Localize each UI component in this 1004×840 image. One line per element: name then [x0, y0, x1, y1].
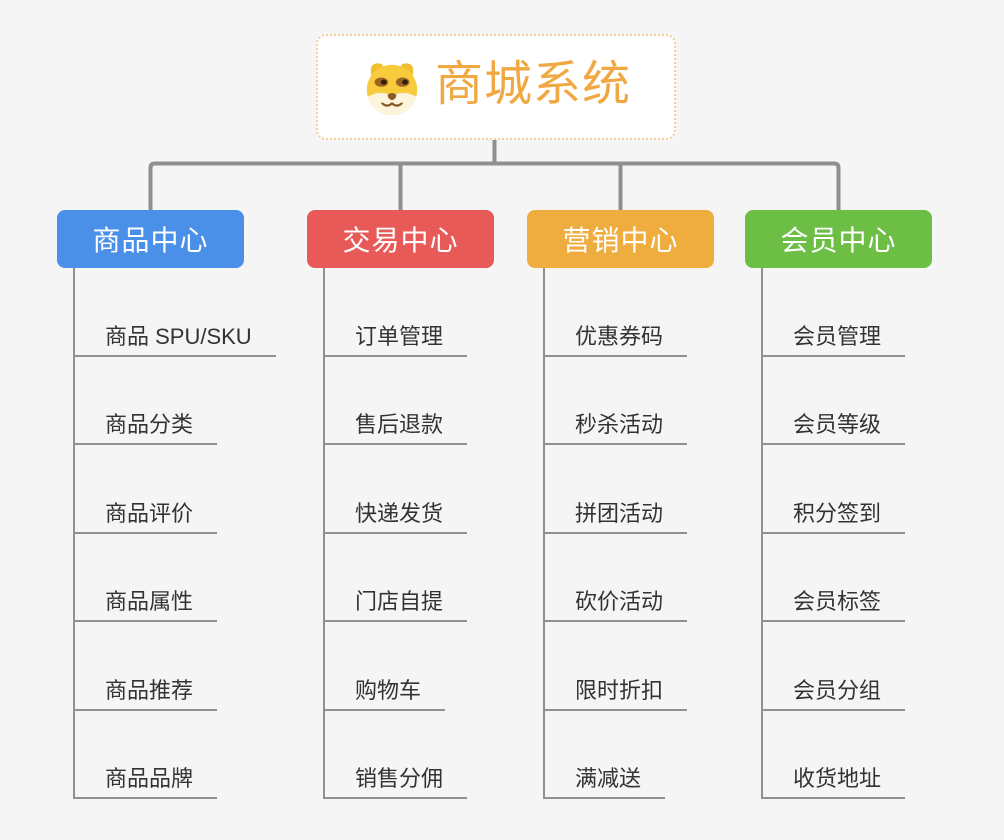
- child-topic[interactable]: 会员等级: [763, 357, 906, 445]
- child-topic[interactable]: 购物车: [325, 622, 446, 711]
- child-topic[interactable]: 秒杀活动: [545, 357, 688, 445]
- child-topic[interactable]: 商品推荐: [75, 622, 218, 711]
- dog-face-icon: [366, 63, 418, 116]
- child-topic[interactable]: 积分签到: [763, 445, 906, 534]
- branch-children-member-center: 会员管理 会员等级 积分签到 会员标签 会员分组 收货地址: [761, 268, 1004, 799]
- child-topic[interactable]: 门店自提: [325, 534, 468, 622]
- child-topic[interactable]: 限时折扣: [545, 622, 688, 711]
- child-topic[interactable]: 售后退款: [325, 357, 468, 445]
- child-topic[interactable]: 拼团活动: [545, 445, 688, 534]
- branch-trade-center: 交易中心 订单管理 售后退款 快递发货 门店自提 购物车 销售分佣: [307, 210, 567, 799]
- branch-node-member-center[interactable]: 会员中心: [745, 210, 932, 268]
- branch-children-trade-center: 订单管理 售后退款 快递发货 门店自提 购物车 销售分佣: [323, 268, 567, 799]
- child-topic[interactable]: 收货地址: [763, 711, 906, 799]
- root-topic-label: 商城系统: [434, 58, 631, 111]
- child-topic[interactable]: 商品品牌: [75, 711, 218, 799]
- child-topic[interactable]: 优惠券码: [545, 268, 688, 357]
- child-topic[interactable]: 会员管理: [763, 268, 906, 357]
- child-topic[interactable]: 会员分组: [763, 622, 906, 711]
- branch-member-center: 会员中心 会员管理 会员等级 积分签到 会员标签 会员分组 收货地址: [745, 210, 1004, 799]
- child-topic[interactable]: 商品评价: [75, 445, 218, 534]
- child-topic[interactable]: 商品分类: [75, 357, 218, 445]
- child-topic[interactable]: 会员标签: [763, 534, 906, 622]
- branch-product-center: 商品中心 商品 SPU/SKU 商品分类 商品评价 商品属性 商品推荐 商品品牌: [57, 210, 317, 799]
- child-topic[interactable]: 商品属性: [75, 534, 218, 622]
- child-topic[interactable]: 满减送: [545, 711, 666, 799]
- root-topic[interactable]: 商城系统: [316, 34, 676, 140]
- branch-node-product-center[interactable]: 商品中心: [57, 210, 244, 268]
- branch-children-product-center: 商品 SPU/SKU 商品分类 商品评价 商品属性 商品推荐 商品品牌: [73, 268, 317, 799]
- branch-marketing-center: 营销中心 优惠券码 秒杀活动 拼团活动 砍价活动 限时折扣 满减送: [527, 210, 787, 799]
- branch-node-trade-center[interactable]: 交易中心: [307, 210, 494, 268]
- child-topic[interactable]: 商品 SPU/SKU: [75, 268, 276, 357]
- child-topic[interactable]: 砍价活动: [545, 534, 688, 622]
- child-topic[interactable]: 销售分佣: [325, 711, 468, 799]
- branch-children-marketing-center: 优惠券码 秒杀活动 拼团活动 砍价活动 限时折扣 满减送: [543, 268, 787, 799]
- child-topic[interactable]: 订单管理: [325, 268, 468, 357]
- child-topic[interactable]: 快递发货: [325, 445, 468, 534]
- branch-node-marketing-center[interactable]: 营销中心: [527, 210, 714, 268]
